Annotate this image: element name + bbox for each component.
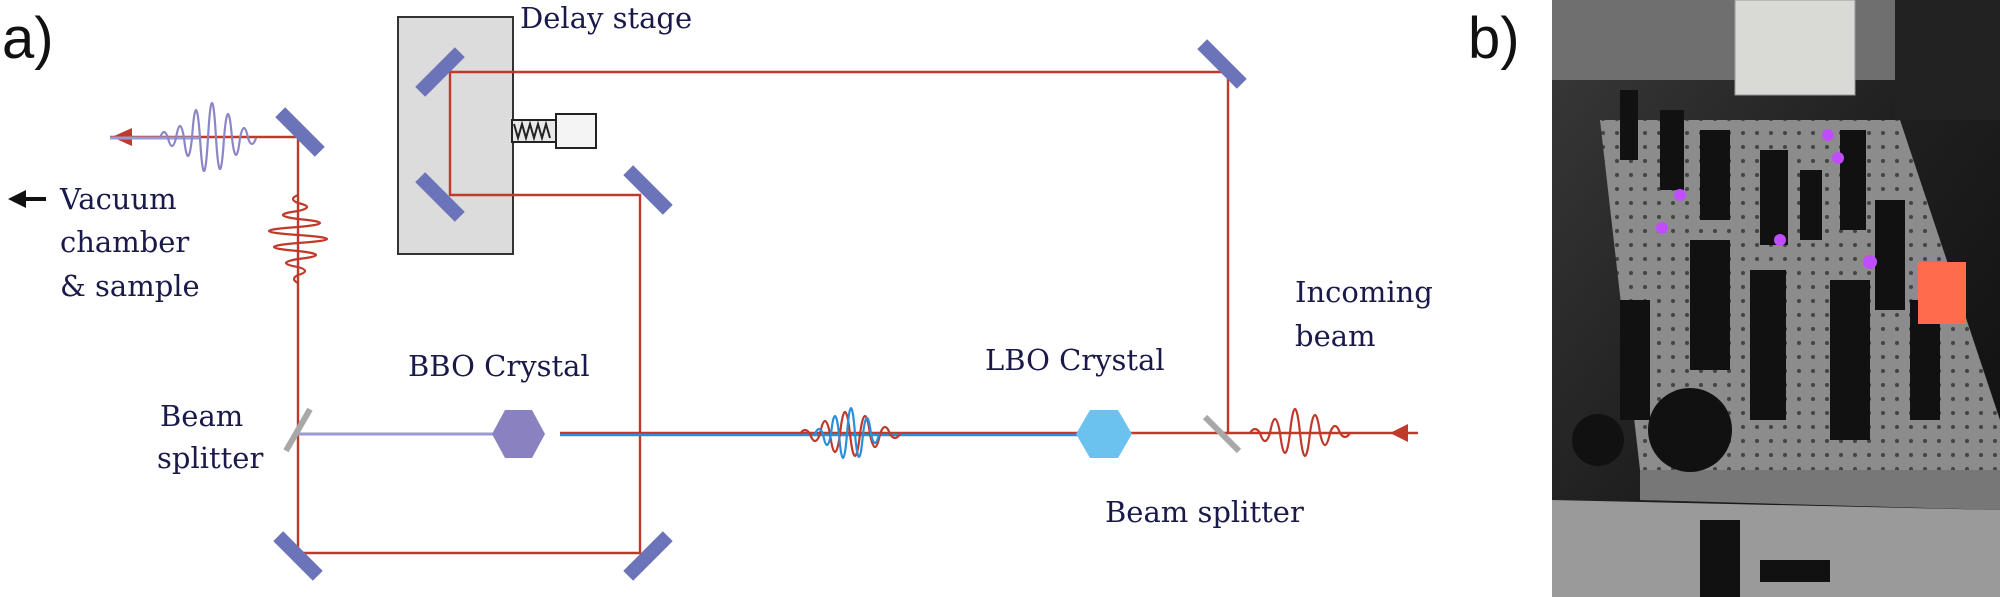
photo-violet-light-spots	[1656, 129, 1877, 269]
mirrors	[273, 39, 1247, 581]
photo-lower-floor	[1552, 500, 2000, 597]
beam-splitter-left	[283, 407, 313, 453]
delay-stage-spring	[513, 120, 551, 142]
label-beam-splitter-left-1: Beam	[160, 399, 243, 433]
label-beam-splitter-left-2: splitter	[157, 441, 263, 475]
delay-stage-screw	[555, 113, 597, 149]
label-lbo-crystal: LBO Crystal	[985, 343, 1165, 377]
pulse-red-middle	[799, 410, 901, 458]
photo-optics-mounts	[1572, 90, 1940, 597]
label-vacuum-1: Vacuum	[59, 182, 177, 216]
mirror-bottom-right	[623, 531, 673, 581]
panel-b: b)	[1468, 0, 2000, 597]
vacuum-arrow-icon	[8, 190, 46, 208]
bbo-crystal	[492, 410, 545, 458]
mirror-bottom-left	[273, 531, 323, 581]
beam-splitter-right	[1202, 414, 1242, 454]
panel-a-letter: a)	[2, 6, 54, 71]
lab-photo	[1552, 0, 2000, 597]
photo-laser-box	[1734, 0, 1856, 96]
lbo-crystal	[1076, 410, 1132, 458]
label-incoming-1: Incoming	[1295, 275, 1433, 309]
label-vacuum-3: & sample	[60, 269, 200, 303]
panel-b-letter: b)	[1468, 6, 1520, 71]
pulse-purple-output	[158, 101, 258, 173]
label-delay-stage: Delay stage	[520, 1, 692, 35]
mirror-top-left	[275, 107, 325, 157]
red-beam-paths	[110, 70, 1418, 555]
label-bbo-crystal: BBO Crystal	[408, 349, 590, 383]
photo-red-card	[1918, 262, 1966, 324]
pulse-red-incoming	[1249, 408, 1351, 457]
photo-right-cabinet	[1895, 0, 2000, 120]
mirror-stage-top	[415, 47, 465, 97]
incoming-beam-arrow	[1390, 424, 1408, 442]
label-beam-splitter-right: Beam splitter	[1105, 495, 1304, 529]
label-vacuum-2: chamber	[60, 225, 189, 259]
mirror-top-right	[1197, 39, 1247, 89]
panel-a-diagram: a)	[2, 1, 1433, 581]
photo-table-front	[1640, 470, 2000, 510]
mirror-stage-bottom	[415, 172, 465, 222]
pulse-red-vertical	[268, 193, 328, 284]
pulse-blue-middle	[813, 407, 881, 459]
pulse-waves	[158, 101, 1351, 459]
label-incoming-2: beam	[1295, 319, 1376, 353]
mirror-right-of-stage	[623, 165, 673, 215]
